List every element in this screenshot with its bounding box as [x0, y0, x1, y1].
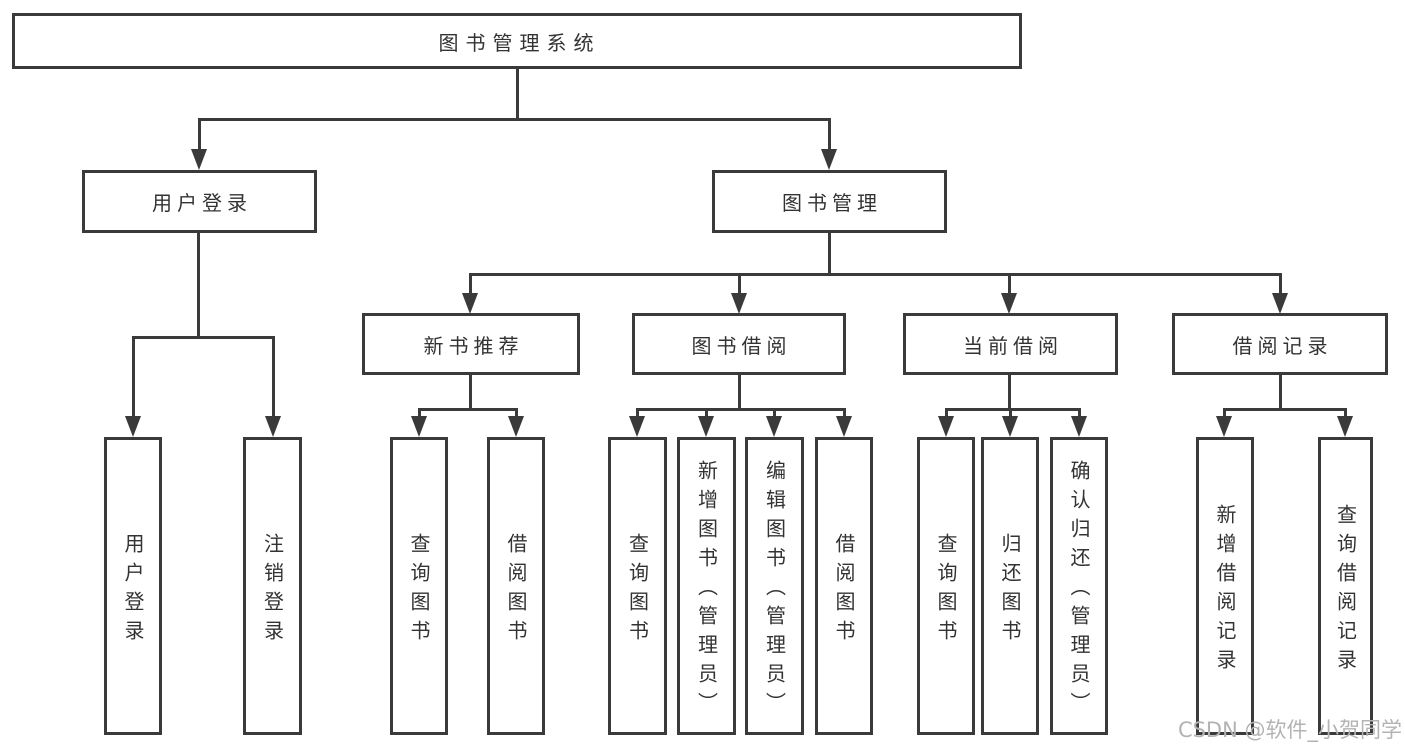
connector-user-login-trunk: [197, 233, 200, 336]
connector-recommend-trunk: [469, 373, 472, 411]
leaf-current-query-books-label: 查询图书: [934, 532, 958, 649]
node-borrowing-records-label: 借阅记录: [1232, 333, 1333, 358]
leaf-return-books: 归还图书: [981, 437, 1039, 735]
node-current-borrowing-label: 当前借阅: [963, 333, 1063, 358]
arrow-down-icon: [1216, 416, 1232, 437]
connector-stem-recommend: [469, 273, 472, 297]
arrow-down-icon: [191, 149, 207, 170]
connector-level3-branch: [469, 273, 1281, 276]
arrow-down-icon: [411, 416, 427, 437]
node-book-management: 图书管理: [712, 170, 947, 233]
arrow-down-icon: [629, 416, 645, 437]
arrow-down-icon: [698, 416, 714, 437]
leaf-user-login-label: 用户登录: [121, 532, 145, 649]
csdn-watermark: CSDN @软件_小贺同学: [1177, 718, 1402, 742]
leaf-current-query-books: 查询图书: [917, 437, 975, 735]
connector-stem-leaf: [1009, 408, 1012, 420]
leaf-recommend-query-books-label: 查询图书: [407, 532, 431, 649]
connector-stem-records: [1279, 273, 1282, 297]
arrow-down-icon: [462, 293, 478, 314]
arrow-down-icon: [938, 416, 954, 437]
connector-current-trunk: [1008, 373, 1011, 411]
connector-stem-user-login: [198, 118, 201, 152]
connector-stem-leaf: [515, 408, 518, 420]
leaf-edit-books-admin-label: 编辑图书（管理员）: [762, 460, 787, 721]
connector-borrowing-trunk: [738, 373, 741, 411]
leaf-confirm-return-admin: 确认归还（管理员）: [1050, 437, 1108, 735]
node-borrowing-records: 借阅记录: [1172, 313, 1388, 375]
connector-stem-leaf: [418, 408, 421, 420]
connector-root-branch: [198, 118, 831, 121]
node-book-management-label: 图书管理: [782, 191, 882, 215]
connector-book-management-trunk: [828, 233, 831, 273]
connector-borrowing-branch: [636, 408, 845, 411]
node-new-book-recommend: 新书推荐: [362, 313, 580, 375]
leaf-add-books-admin-label: 新增图书（管理员）: [694, 460, 719, 721]
leaf-query-borrow-record-label: 查询借阅记录: [1333, 503, 1358, 678]
leaf-add-borrow-record-label: 新增借阅记录: [1213, 503, 1237, 678]
leaf-borrowing-borrow-books: 借阅图书: [815, 437, 873, 735]
connector-user-login-branch: [132, 336, 275, 339]
connector-stem-leaf: [773, 408, 776, 420]
arrow-down-icon: [125, 416, 141, 437]
leaf-borrowing-borrow-books-label: 借阅图书: [832, 532, 856, 649]
node-current-borrowing: 当前借阅: [903, 313, 1118, 375]
arrow-down-icon: [1337, 416, 1353, 437]
arrow-down-icon: [766, 416, 782, 437]
connector-stem-leaf: [1078, 408, 1081, 420]
leaf-logout-label: 注销登录: [260, 532, 285, 649]
connector-stem-leaf: [705, 408, 708, 420]
leaf-borrowing-query-books: 查询图书: [608, 437, 667, 735]
node-user-login-label: 用户登录: [152, 191, 252, 215]
leaf-recommend-query-books: 查询图书: [390, 437, 448, 735]
arrow-down-icon: [731, 293, 747, 314]
connector-records-trunk: [1279, 373, 1282, 411]
connector-records-branch: [1223, 408, 1347, 411]
leaf-user-login: 用户登录: [104, 437, 162, 735]
node-user-login: 用户登录: [82, 170, 317, 233]
node-book-borrowing-label: 图书借阅: [691, 333, 792, 358]
arrow-down-icon: [265, 416, 281, 437]
connector-current-branch: [945, 408, 1080, 411]
connector-recommend-branch: [418, 408, 518, 411]
arrow-down-icon: [1272, 293, 1288, 314]
connector-stem-borrowing: [738, 273, 741, 297]
arrow-down-icon: [1002, 416, 1018, 437]
connector-root-trunk: [516, 68, 519, 118]
leaf-edit-books-admin: 编辑图书（管理员）: [745, 437, 804, 735]
arrow-down-icon: [508, 416, 524, 437]
leaf-confirm-return-admin-label: 确认归还（管理员）: [1067, 460, 1091, 721]
connector-stem-leaf-logout: [272, 336, 275, 420]
leaf-borrowing-query-books-label: 查询图书: [625, 532, 650, 649]
connector-stem-leaf: [843, 408, 846, 420]
leaf-add-books-admin: 新增图书（管理员）: [677, 437, 736, 735]
connector-stem-leaf: [945, 408, 948, 420]
node-new-book-recommend-label: 新书推荐: [423, 333, 524, 358]
arrow-down-icon: [821, 149, 837, 170]
connector-stem-leaf-login: [132, 336, 135, 420]
leaf-recommend-borrow-books: 借阅图书: [487, 437, 545, 735]
connector-stem-leaf: [1344, 408, 1347, 420]
leaf-return-books-label: 归还图书: [998, 532, 1022, 649]
arrow-down-icon: [1001, 293, 1017, 314]
connector-stem-current: [1008, 273, 1011, 297]
node-book-borrowing: 图书借阅: [632, 313, 846, 375]
arrow-down-icon: [1071, 416, 1087, 437]
arrow-down-icon: [836, 416, 852, 437]
connector-stem-leaf: [1223, 408, 1226, 420]
connector-stem-leaf: [636, 408, 639, 420]
leaf-logout: 注销登录: [243, 437, 302, 735]
leaf-recommend-borrow-books-label: 借阅图书: [504, 532, 528, 649]
node-library-system-label: 图书管理系统: [438, 30, 601, 55]
leaf-add-borrow-record: 新增借阅记录: [1196, 437, 1254, 735]
node-library-system: 图书管理系统: [12, 13, 1022, 69]
leaf-query-borrow-record: 查询借阅记录: [1318, 437, 1373, 735]
connector-stem-book-management: [828, 118, 831, 152]
